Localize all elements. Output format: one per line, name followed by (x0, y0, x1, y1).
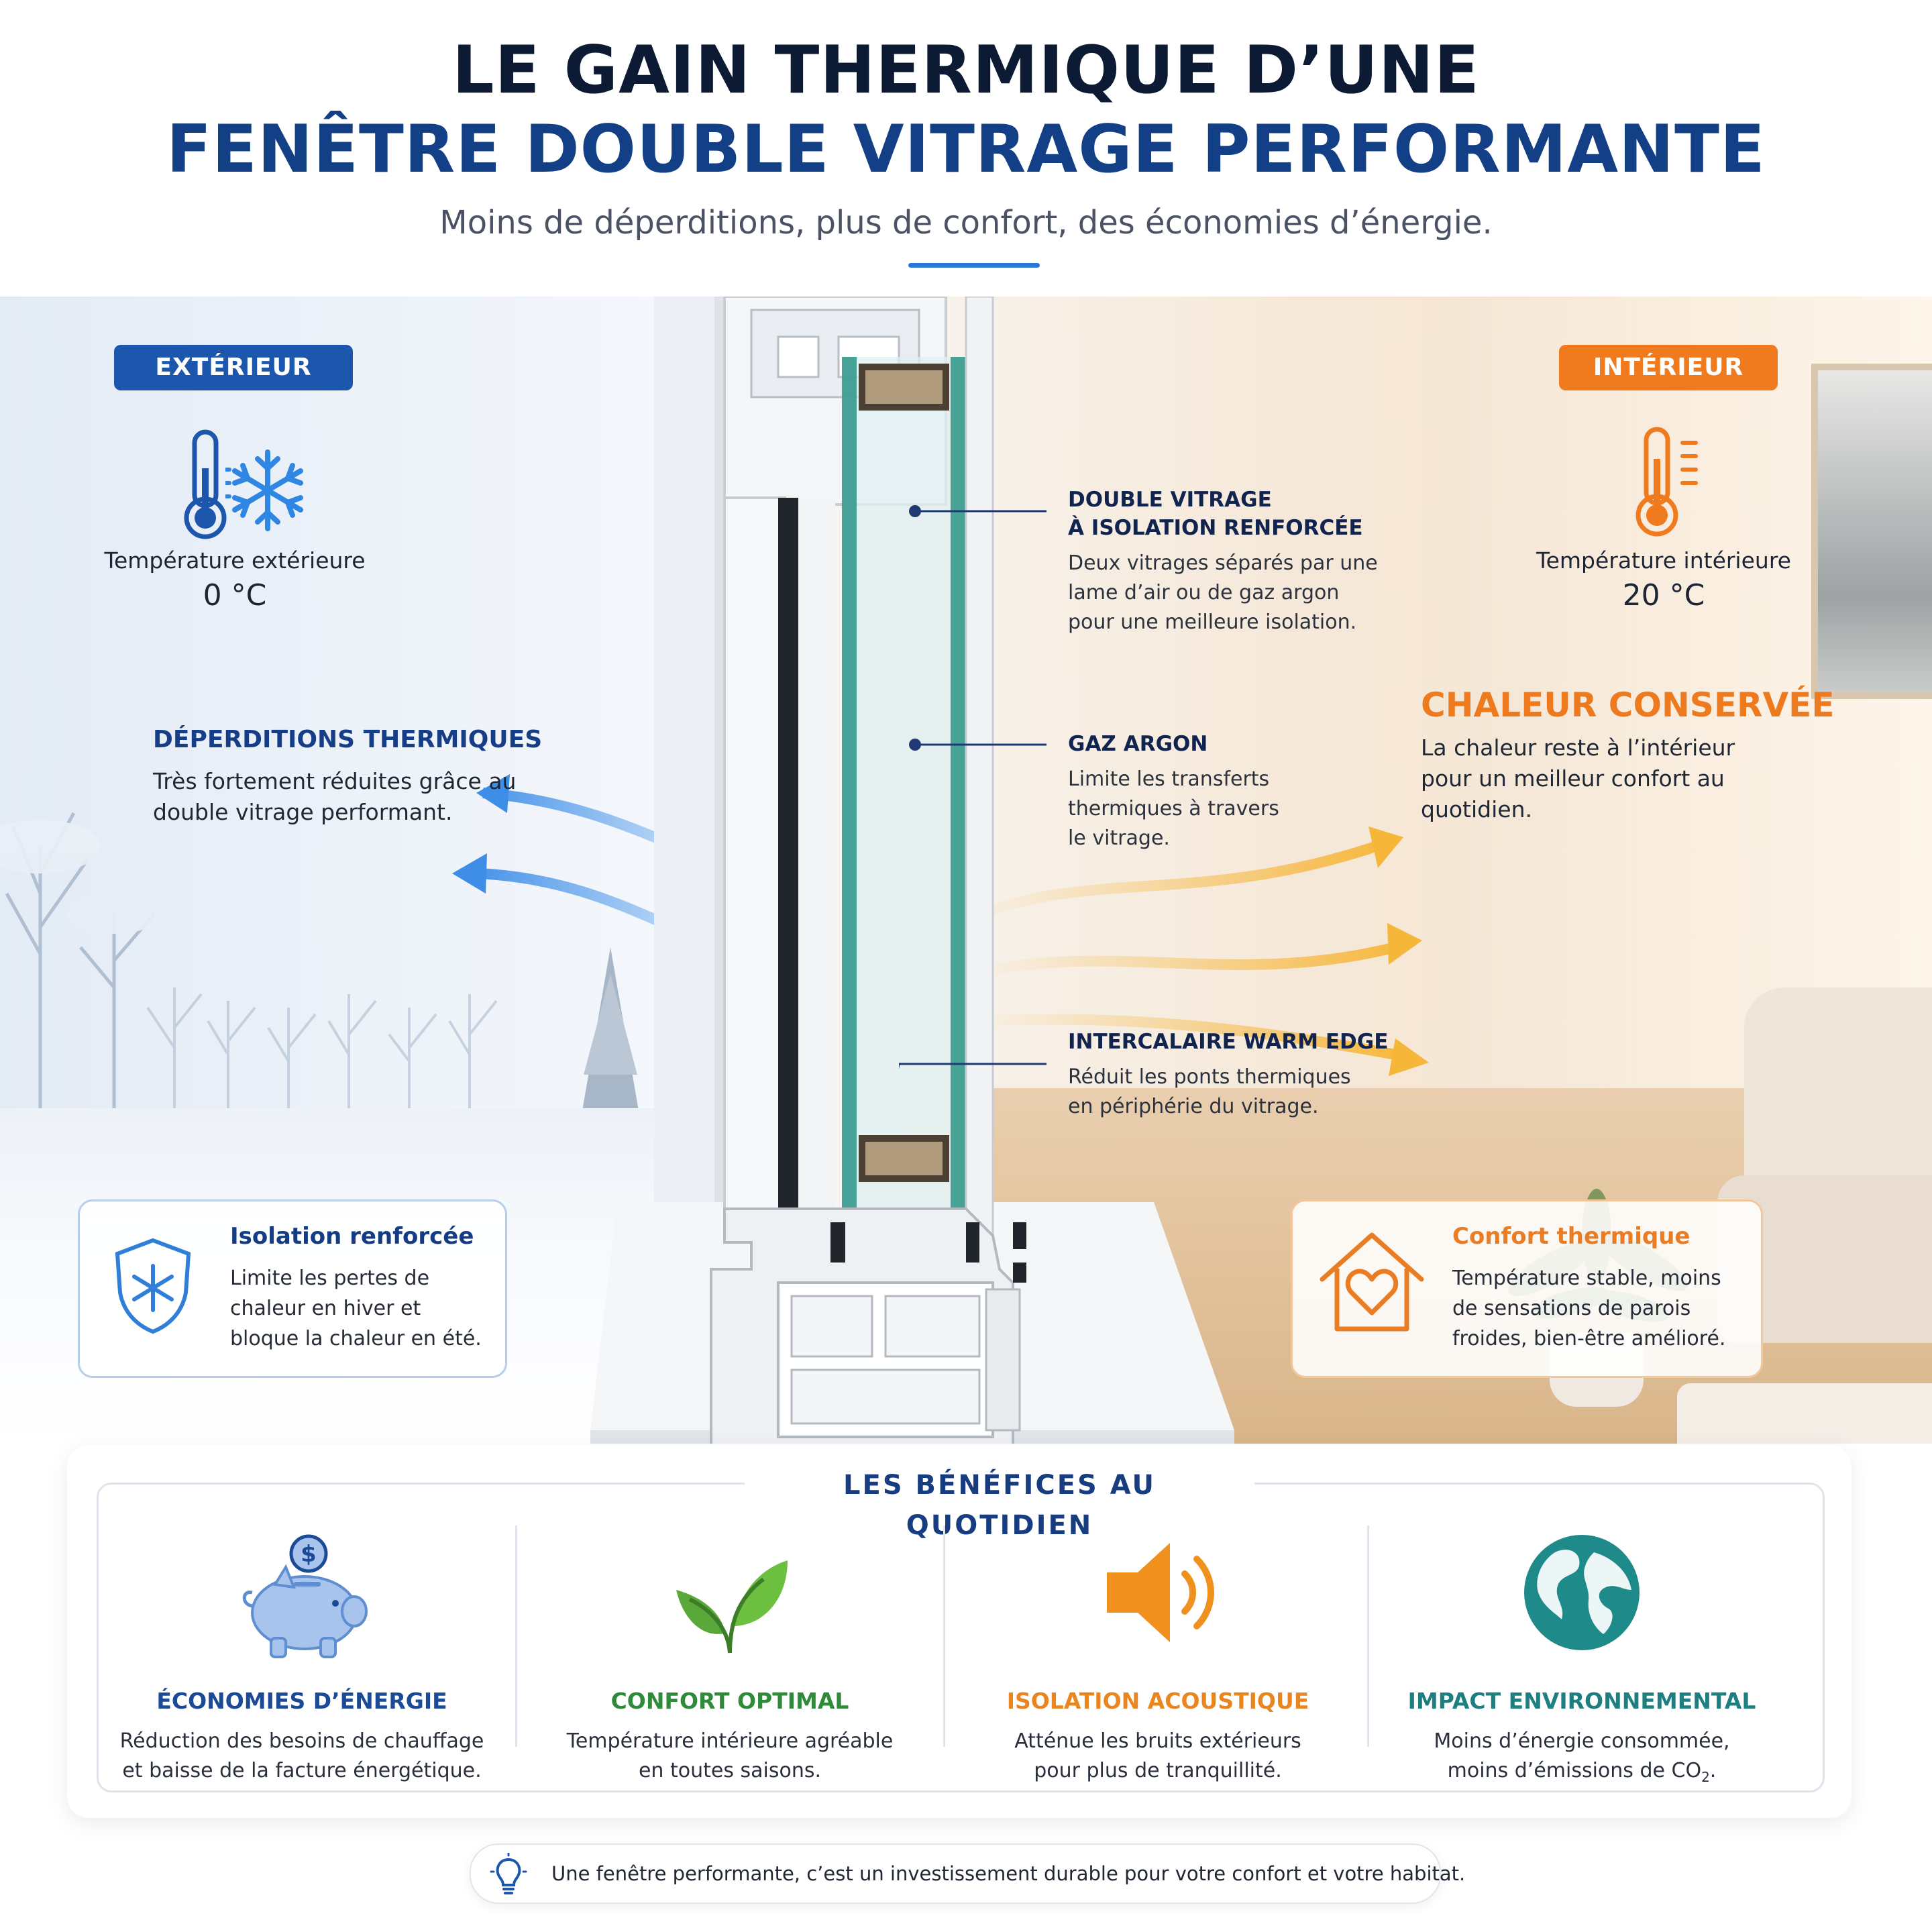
subtitle: Moins de déperditions, plus de confort, … (439, 204, 1493, 241)
benefit-title: IMPACT ENVIRONNEMENTAL (1407, 1688, 1756, 1714)
benefit-divider (1367, 1525, 1369, 1747)
callout-double-glazing-title-1: DOUBLE VITRAGE (1068, 488, 1272, 512)
benefit-text-line: Moins d’énergie consommée, (1434, 1729, 1730, 1753)
heat-retained-text: La chaleur reste à l’intérieur pour un m… (1421, 735, 1735, 822)
leaves-icon (676, 1560, 788, 1654)
callout-double-glazing-text: Deux vitrages séparés par une lame d’air… (1068, 551, 1378, 634)
heat-loss-title: DÉPERDITIONS THERMIQUES (153, 726, 543, 753)
benefit-text-line: pour plus de tranquillité. (1034, 1759, 1282, 1782)
lightbulb-icon (490, 1853, 527, 1894)
benefit-acoustic-insulation: ISOLATION ACOUSTIQUE Atténue les bruits … (943, 1505, 1373, 1787)
window-cross-section (590, 297, 1234, 1444)
title-underline (908, 263, 1040, 268)
callout-double-glazing-title-2: À ISOLATION RENFORCÉE (1068, 516, 1363, 540)
callout-argon-text: Limite les transferts thermiques à trave… (1068, 767, 1279, 850)
snowflake-icon (225, 449, 303, 531)
benefits-title: LES BÉNÉFICES AU QUOTIDIEN (745, 1465, 1254, 1541)
callout-warm-edge-title: INTERCALAIRE WARM EDGE (1068, 1030, 1389, 1054)
benefits-section: LES BÉNÉFICES AU QUOTIDIEN $ ÉCONOMIES D… (67, 1445, 1851, 1818)
thermal-comfort-card: Confort thermique Température stable, mo… (1291, 1199, 1763, 1378)
header: LE GAIN THERMIQUE D’UNE FENÊTRE DOUBLE V… (0, 0, 1932, 295)
svg-text:$: $ (301, 1541, 317, 1568)
benefit-text-line: Atténue les bruits extérieurs (1014, 1729, 1301, 1753)
shield-snowflake-icon (115, 1238, 191, 1334)
heat-retained-arrows (963, 826, 1429, 1076)
reinforced-insulation-card: Isolation renforcée Limite les pertes de… (78, 1199, 507, 1378)
card-text: Température stable, moins de sensations … (1452, 1267, 1726, 1350)
thermometer-icon (184, 429, 227, 539)
benefit-text-end: . (1709, 1759, 1717, 1782)
house-heart-icon (1320, 1232, 1424, 1332)
rug (1677, 1383, 1932, 1444)
speaker-icon (1107, 1543, 1214, 1642)
footer-note: Une fenêtre performante, c’est un invest… (470, 1843, 1466, 1904)
wall-art-frame (1811, 364, 1932, 699)
window-scene: EXTÉRIEUR Te (0, 297, 1932, 1444)
benefit-optimal-comfort: CONFORT OPTIMAL Température intérieure a… (515, 1505, 945, 1787)
exterior-temperature-label: Température extérieure (104, 547, 366, 574)
heat-loss-text: Très fortement réduites grâce au double … (153, 768, 517, 825)
title-line-2: FENÊTRE DOUBLE VITRAGE PERFORMANTE (166, 111, 1766, 188)
callout-warm-edge-text: Réduit les ponts thermiques en périphéri… (1068, 1065, 1351, 1118)
benefit-title: ISOLATION ACOUSTIQUE (1006, 1688, 1309, 1714)
benefit-text-line: moins d’émissions de CO (1447, 1759, 1702, 1782)
footer-text: Une fenêtre performante, c’est un invest… (551, 1862, 1466, 1885)
title-line-1: LE GAIN THERMIQUE D’UNE (452, 32, 1480, 109)
benefit-text: Réduction des besoins de chauffage et ba… (87, 1727, 517, 1786)
interior-temperature-label: Température intérieure (1536, 547, 1791, 574)
piggy-bank-icon: $ (242, 1534, 368, 1658)
benefit-divider (515, 1525, 517, 1747)
interior-temperature-value: 20 °C (1622, 578, 1705, 612)
sofa (1744, 987, 1932, 1209)
benefit-text: Température intérieure agréable en toute… (515, 1727, 945, 1786)
benefit-text-line: et baisse de la facture énergétique. (122, 1759, 482, 1782)
card-title: Isolation renforcée (230, 1223, 474, 1250)
callout-leaders (899, 505, 1046, 1069)
benefit-environmental-impact: IMPACT ENVIRONNEMENTAL Moins d’énergie c… (1367, 1505, 1796, 1787)
exterior-temperature-value: 0 °C (203, 578, 267, 612)
benefit-divider (943, 1525, 945, 1747)
thermometer-icon (1635, 427, 1698, 537)
heat-retained-title: CHALEUR CONSERVÉE (1421, 686, 1835, 724)
benefit-energy-savings: $ ÉCONOMIES D’ÉNERGIE Réduction des beso… (87, 1505, 517, 1787)
benefit-text: Atténue les bruits extérieurs pour plus … (943, 1727, 1373, 1786)
benefit-text-line: Réduction des besoins de chauffage (119, 1729, 484, 1753)
globe-icon (1524, 1535, 1640, 1650)
benefit-text-line: en toutes saisons. (638, 1759, 822, 1782)
exterior-badge: EXTÉRIEUR (114, 345, 353, 390)
card-text: Limite les pertes de chaleur en hiver et… (230, 1267, 482, 1350)
snowy-trees-illustration (0, 812, 644, 1142)
benefit-text: Moins d’énergie consommée, moins d’émiss… (1367, 1727, 1796, 1792)
callout-argon-title: GAZ ARGON (1068, 732, 1208, 756)
benefit-title: CONFORT OPTIMAL (610, 1688, 849, 1714)
card-title: Confort thermique (1452, 1223, 1690, 1250)
interior-badge: INTÉRIEUR (1559, 345, 1778, 390)
co2-subscript: 2 (1701, 1769, 1710, 1785)
benefit-title: ÉCONOMIES D’ÉNERGIE (156, 1688, 447, 1714)
benefit-text-line: Température intérieure agréable (566, 1729, 894, 1753)
